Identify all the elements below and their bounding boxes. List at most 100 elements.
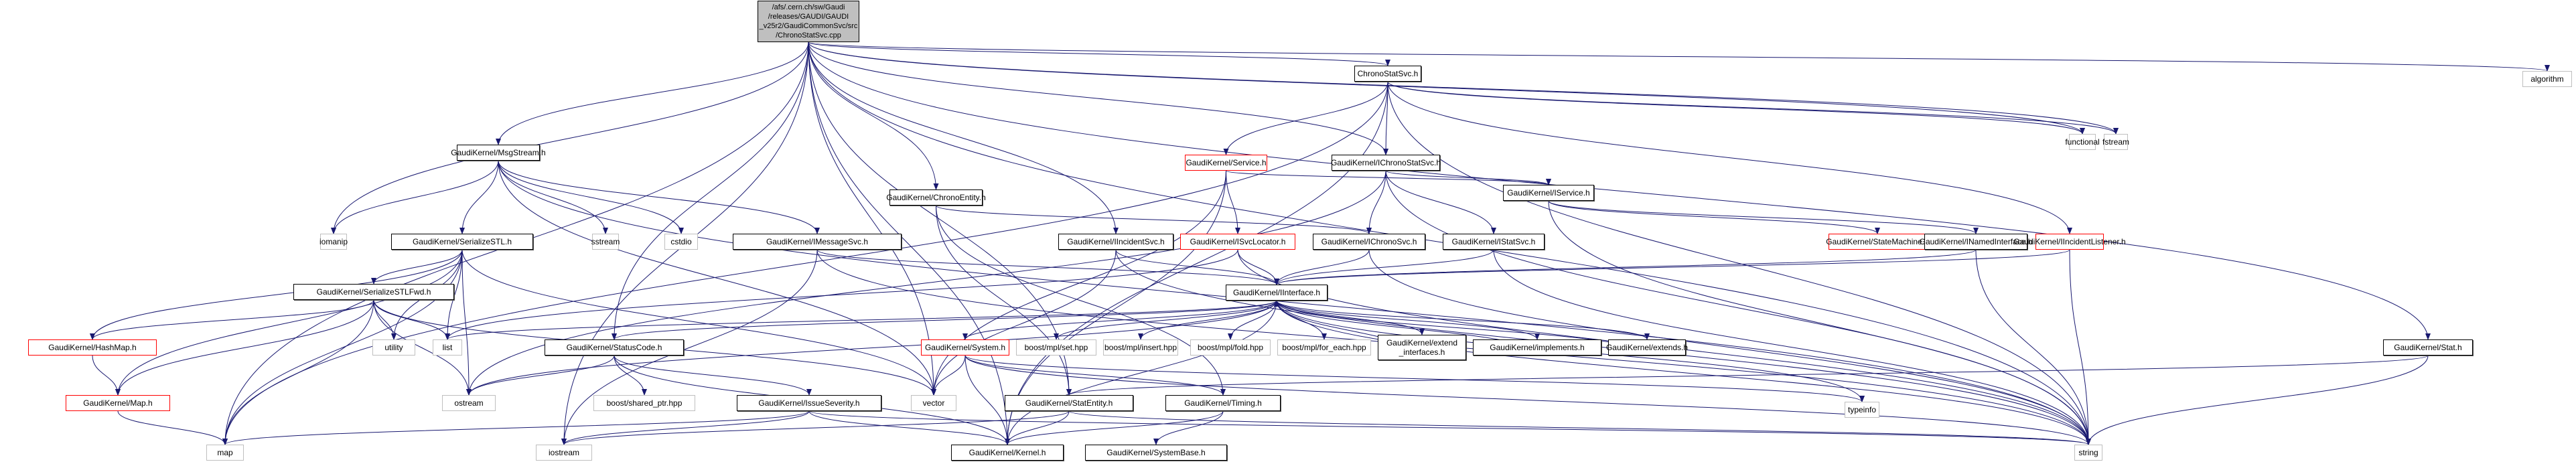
node-inamedinterface-h[interactable]: GaudiKernel/INamedInterface.h xyxy=(1920,234,2032,250)
edge-Service_h-to-ISvcLocator_h xyxy=(1226,170,1240,234)
edge-IInterface_h-to-list xyxy=(445,300,1277,340)
edge-IService_h-to-INamedInterface_h xyxy=(1548,200,1979,234)
edge-root-to-Kernel_h xyxy=(808,42,1010,445)
node-vector: vector xyxy=(911,395,956,411)
edge-MsgStream_h-to-SerializeSTL_h xyxy=(459,160,499,234)
edge-IService_h-to-string xyxy=(1548,200,2091,445)
node-mpl-for-each: boost/mpl/for_each.hpp xyxy=(1277,339,1371,356)
node-ichronosvc-h[interactable]: GaudiKernel/IChronoSvc.h xyxy=(1313,234,1425,250)
node-root[interactable]: /afs/.cern.ch/sw/Gaudi /releases/GAUDI/G… xyxy=(758,1,859,42)
node-statentity-h[interactable]: GaudiKernel/StatEntity.h xyxy=(1005,395,1133,411)
edge-INamedInterface_h-to-IInterface_h xyxy=(1274,249,1977,285)
edge-IInterface_h-to-extends_h xyxy=(1276,300,1650,340)
edge-Stat_h-to-string xyxy=(2086,355,2429,445)
edge-SerializeSTL_h-to-map xyxy=(222,249,463,445)
edge-ChronoStatSvc_h-to-Service_h xyxy=(1223,81,1388,155)
node-iostream: iostream xyxy=(536,445,592,461)
node-statuscode-h[interactable]: GaudiKernel/StatusCode.h xyxy=(545,339,684,356)
edge-IChronoStatSvc_h-to-IService_h xyxy=(1385,170,1551,185)
node-implements-h[interactable]: GaudiKernel/implements.h xyxy=(1473,339,1601,356)
node-imessagesvc-h[interactable]: GaudiKernel/IMessageSvc.h xyxy=(733,234,902,250)
node-sstream: sstream xyxy=(591,234,620,250)
edge-StatEntity_h-to-Kernel_h xyxy=(1005,410,1070,445)
edge-SerializeSTL_h-to-list xyxy=(445,249,463,340)
edge-IMessageSvc_h-to-IInterface_h xyxy=(816,249,1279,285)
edge-root-to-ChronoStatSvc_h xyxy=(808,42,1390,66)
node-map: map xyxy=(206,445,244,461)
edge-IInterface_h-to-System_h xyxy=(962,300,1277,340)
edge-IService_h-to-StateMachine_h xyxy=(1548,200,1880,234)
edge-ChronoStatSvc_h-to-string xyxy=(1387,81,2091,445)
edge-Stat_h-to-StatEntity_h xyxy=(1066,355,2429,396)
edge-root-to-algorithm xyxy=(808,42,2549,72)
edge-ChronoStatSvc_h-to-map xyxy=(222,81,1388,445)
node-isvclocator-h[interactable]: GaudiKernel/ISvcLocator.h xyxy=(1180,234,1295,250)
node-iinterface-h[interactable]: GaudiKernel/IInterface.h xyxy=(1226,285,1328,301)
edge-Service_h-to-IService_h xyxy=(1226,170,1551,185)
node-chronoentity-h[interactable]: GaudiKernel/ChronoEntity.h xyxy=(886,189,986,206)
node-functional: functional xyxy=(2065,134,2100,150)
edge-SerializeSTL_h-to-ostream xyxy=(461,249,472,396)
edge-MsgStream_h-to-iomanip xyxy=(331,160,499,234)
edge-IssueSeverity_h-to-string xyxy=(808,410,2091,445)
node-serializestl-h[interactable]: GaudiKernel/SerializeSTL.h xyxy=(391,234,533,250)
edge-IIncidentListener_h-to-string xyxy=(2069,249,2091,445)
node-utility: utility xyxy=(372,339,415,356)
node-service-h[interactable]: GaudiKernel/Service.h xyxy=(1185,155,1267,171)
node-iservice-h[interactable]: GaudiKernel/IService.h xyxy=(1503,185,1594,201)
node-list: list xyxy=(433,339,462,356)
edge-Timing_h-to-SystemBase_h xyxy=(1153,410,1224,445)
edge-IStatSvc_h-to-string xyxy=(1493,249,2091,445)
edge-IChronoSvc_h-to-string xyxy=(1368,249,2091,445)
edge-StatEntity_h-to-string xyxy=(1068,410,2091,445)
node-string: string xyxy=(2074,445,2102,461)
edge-IIncidentListener_h-to-IInterface_h xyxy=(1274,249,2070,285)
node-issueseverity-h[interactable]: GaudiKernel/IssueSeverity.h xyxy=(737,395,881,411)
edge-IStatSvc_h-to-IInterface_h xyxy=(1274,249,1494,285)
edge-ChronoEntity_h-to-StatEntity_h xyxy=(936,205,1072,396)
edge-IIncidentSvc_h-to-IInterface_h xyxy=(1115,249,1279,285)
edge-IssueSeverity_h-to-map xyxy=(222,410,810,445)
edge-IInterface_h-to-ostream xyxy=(466,300,1277,396)
edge-IChronoStatSvc_h-to-IStatSvc_h xyxy=(1385,170,1496,234)
node-chronostatsvc-h[interactable]: ChronoStatSvc.h xyxy=(1354,66,1421,82)
node-statemachine-h[interactable]: GaudiKernel/StateMachine.h xyxy=(1826,234,1929,250)
node-serializestlfwd-h[interactable]: GaudiKernel/SerializeSTLFwd.h xyxy=(293,284,454,300)
edge-ChronoStatSvc_h-to-IChronoStatSvc_h xyxy=(1383,81,1389,155)
node-iomanip: iomanip xyxy=(319,234,348,250)
node-iincidentlistener-h[interactable]: GaudiKernel/IIncidentListener.h xyxy=(2013,234,2126,250)
node-hashmap-h[interactable]: GaudiKernel/HashMap.h xyxy=(28,339,157,356)
node-systembase-h[interactable]: GaudiKernel/SystemBase.h xyxy=(1085,445,1227,461)
edge-root-to-vector xyxy=(808,42,936,396)
node-ichronostatsvc-h[interactable]: GaudiKernel/IChronoStatSvc.h xyxy=(1331,155,1441,171)
node-istatsvc-h[interactable]: GaudiKernel/IStatSvc.h xyxy=(1443,234,1545,250)
edge-StatusCode_h-to-shared_ptr xyxy=(614,355,647,396)
node-typeinfo: typeinfo xyxy=(1845,402,1879,418)
edge-StatusCode_h-to-ostream xyxy=(466,355,615,396)
node-msgstream-h[interactable]: GaudiKernel/MsgStream.h xyxy=(451,145,546,161)
edge-root-to-StatEntity_h xyxy=(808,42,1072,396)
node-extend-interfaces-h[interactable]: GaudiKernel/extend _interfaces.h xyxy=(1378,335,1466,360)
edge-IInterface_h-to-StatusCode_h xyxy=(612,300,1277,340)
node-extends-h[interactable]: GaudiKernel/extends.h xyxy=(1606,339,1688,356)
edge-System_h-to-typeinfo xyxy=(964,355,1865,402)
edge-IssueSeverity_h-to-Kernel_h xyxy=(808,410,1010,445)
edge-IInterface_h-to-implements_h xyxy=(1276,300,1540,340)
node-kernel-h[interactable]: GaudiKernel/Kernel.h xyxy=(951,445,1064,461)
edge-SerializeSTLFwd_h-to-HashMap_h xyxy=(90,299,374,340)
node-system-h[interactable]: GaudiKernel/System.h xyxy=(921,339,1009,356)
node-map-h[interactable]: GaudiKernel/Map.h xyxy=(66,395,170,411)
node-stat-h[interactable]: GaudiKernel/Stat.h xyxy=(2383,339,2473,356)
edge-IInterface_h-to-Kernel_h xyxy=(1005,300,1277,445)
edge-SerializeSTLFwd_h-to-ostream xyxy=(373,299,472,396)
edge-IChronoStatSvc_h-to-IChronoSvc_h xyxy=(1366,170,1386,234)
edge-ChronoStatSvc_h-to-IIncidentListener_h xyxy=(1387,81,2072,234)
node-iincidentsvc-h[interactable]: GaudiKernel/IIncidentSvc.h xyxy=(1058,234,1173,250)
edge-root-to-MsgStream_h xyxy=(496,42,809,145)
edge-SerializeSTLFwd_h-to-Map_h xyxy=(115,299,374,396)
edge-System_h-to-vector xyxy=(931,355,966,396)
node-timing-h[interactable]: GaudiKernel/Timing.h xyxy=(1165,395,1281,411)
edge-System_h-to-string xyxy=(964,355,2091,445)
edge-System_h-to-Timing_h xyxy=(964,355,1226,396)
